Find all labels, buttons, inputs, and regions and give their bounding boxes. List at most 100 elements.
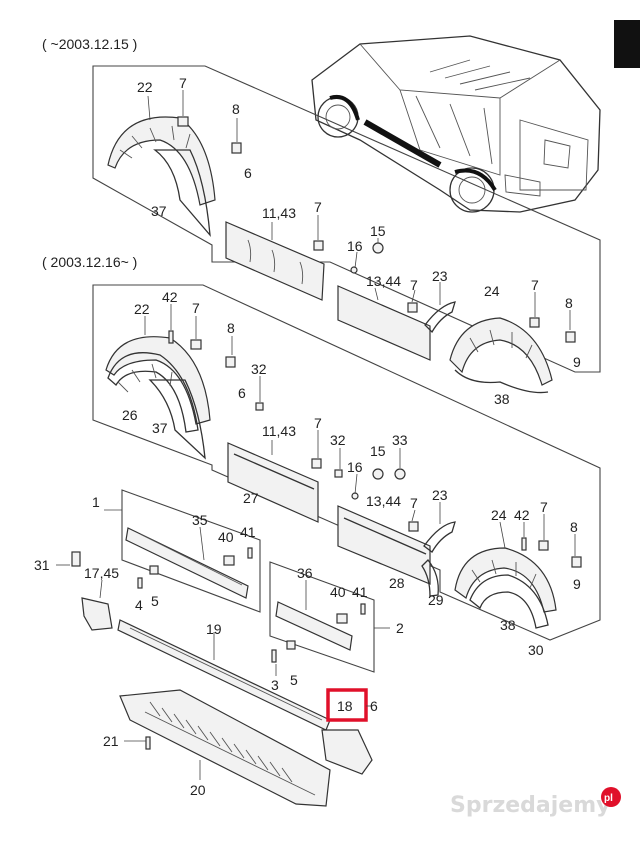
bolt-4 [137,577,143,589]
clip-33-a [394,468,406,480]
bolt-31 [71,551,81,567]
trim-23-a [424,301,456,334]
part-label: 33 [392,432,408,448]
bracket-17-45 [81,597,113,631]
assembly-box-2 [269,561,375,673]
clip-42-b [521,537,527,551]
step-plate-20 [119,689,331,807]
clip-7-d [529,317,540,328]
door-molding-front-2 [227,442,319,523]
part-label: 15 [370,223,386,239]
bolt-41-b [360,603,366,615]
bolt-21 [145,736,151,750]
part-label: 32 [330,432,346,448]
clip-40-a [223,555,235,566]
part-label: 5 [151,593,159,609]
clip-8-h [571,556,582,568]
part-label: 7 [410,277,418,293]
period-header-2: ( 2003.12.16~ ) [42,254,137,270]
clip-5-b [286,640,296,650]
clip-5-a [149,565,159,575]
watermark-badge-icon [601,787,621,807]
clip-32-b [334,469,343,478]
assembly-box-1 [121,489,261,613]
part-label: 7 [540,499,548,515]
part-label: 13,44 [366,273,401,289]
part-label: 17,45 [84,565,119,581]
part-label: 7 [179,75,187,91]
watermark-suffix: pl [604,793,613,804]
part-label: 40 [330,584,346,600]
wheel-arch-rear-1 [449,317,553,394]
door-molding-front-1 [225,221,325,301]
part-label: 6 [238,385,246,401]
bolt-3 [271,649,277,663]
clip-7-b [313,240,324,251]
watermark: Sprzedajemy pl [450,787,621,818]
part-label: 30 [528,642,544,658]
part-label: 2 [396,620,404,636]
part-label: 6 [370,698,378,714]
part-label: 7 [531,277,539,293]
part-label: 13,44 [366,493,401,509]
part-label: 8 [232,101,240,117]
part-label: 16 [347,459,363,475]
part-label: 23 [432,487,448,503]
clip-7-h [538,540,549,551]
clip-16-a [350,266,358,274]
part-label: 15 [370,443,386,459]
part-label: 6 [244,165,252,181]
part-18 [321,729,373,775]
part-label: 4 [135,597,143,613]
part-label: 8 [565,295,573,311]
part-label: 19 [206,621,222,637]
side-step-36 [275,601,353,651]
part-label: 7 [314,415,322,431]
part-label: 41 [352,584,368,600]
door-molding-rear-2 [337,505,431,585]
part-18-label: 18 [337,698,353,714]
clip-7-c [407,302,418,313]
part-labels: 22 7 8 6 37 11,43 7 16 15 13,44 7 23 24 … [34,75,581,798]
clip-7-e [190,339,202,350]
side-step-35 [125,527,249,599]
clip-8-a [231,142,242,154]
suv-illustration [311,35,601,213]
bolt-41-a [247,547,253,559]
part-label: 42 [514,507,530,523]
trim-23-b [423,521,456,553]
part-label: 9 [573,576,581,592]
part-label: 32 [251,361,267,377]
wheel-arch-front-2 [105,336,211,460]
clip-15-a [372,242,384,254]
watermark-brand: Sprzedajemy [450,793,611,818]
panel-period-1 [92,65,601,373]
part-label: 41 [240,524,256,540]
part-label: 31 [34,557,50,573]
wheel-arch-front-1 [107,116,216,237]
part-label: 16 [347,238,363,254]
part-label: 22 [134,301,150,317]
clip-32-a [255,402,264,411]
clip-42-a [168,330,174,344]
period-header-1: ( ~2003.12.15 ) [42,36,137,52]
part-label: 37 [151,203,167,219]
part-label: 8 [227,320,235,336]
part-label: 27 [243,490,259,506]
clip-40-b [336,613,348,624]
part-label: 29 [428,592,444,608]
part-label: 7 [314,199,322,215]
part-label: 11,43 [262,205,296,221]
part-label: 8 [570,519,578,535]
part-label: 1 [92,494,100,510]
part-label: 21 [103,733,119,749]
clip-7-a [177,116,189,127]
part-label: 9 [573,354,581,370]
part-label: 20 [190,782,206,798]
part-label: 38 [500,617,516,633]
part-label: 24 [484,283,500,299]
part-label: 37 [152,420,168,436]
wheel-arch-rear-2 [454,547,557,629]
clip-7-g [408,521,419,532]
